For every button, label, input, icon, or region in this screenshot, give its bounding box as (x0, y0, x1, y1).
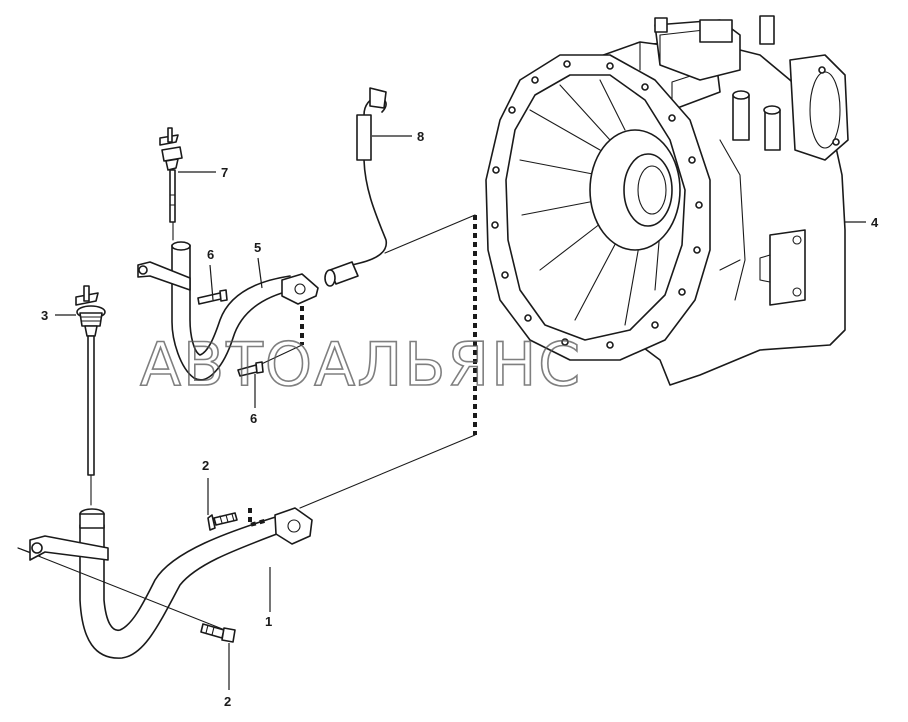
callout-7: 7 (221, 165, 228, 180)
bolt-2-upper[interactable] (207, 512, 238, 531)
dipstick-lower[interactable] (75, 285, 106, 476)
breather-hose[interactable] (324, 87, 388, 287)
callout-3: 3 (41, 308, 48, 323)
bolt-6-upper[interactable] (197, 289, 228, 305)
callout-1: 1 (265, 614, 272, 629)
callout-8: 8 (417, 129, 424, 144)
leader-lines (55, 135, 866, 690)
callout-6-lower: 6 (250, 411, 257, 426)
dipstick-upper[interactable] (159, 127, 183, 223)
callouts: 1 2 2 3 4 5 6 6 7 8 (41, 129, 879, 709)
flange-bolts (491, 60, 703, 349)
callout-2-upper: 2 (202, 458, 209, 473)
callout-2-lower: 2 (224, 694, 231, 709)
bolt-6-lower[interactable] (237, 361, 264, 377)
oil-tube-lower[interactable] (29, 507, 313, 659)
callout-5: 5 (254, 240, 261, 255)
oil-tube-upper[interactable] (137, 241, 319, 381)
watermark: АВТОАЛЬЯНС (140, 330, 582, 400)
bolt-2-lower[interactable] (200, 623, 236, 643)
callout-4: 4 (871, 215, 879, 230)
gearbox-housing[interactable] (485, 15, 849, 386)
assembly-lines (17, 204, 477, 633)
callout-6-upper: 6 (207, 247, 214, 262)
